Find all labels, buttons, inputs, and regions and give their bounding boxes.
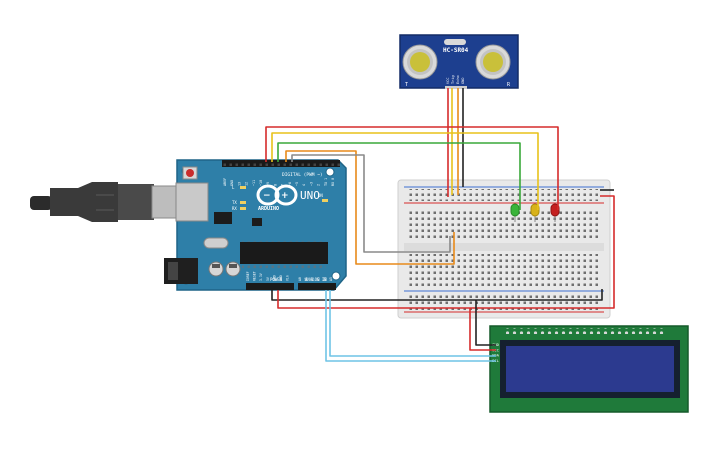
- green-led[interactable]: [510, 203, 520, 222]
- wire-pin-trig[interactable]: [291, 154, 451, 253]
- digital-pin-label: RX 0: [331, 178, 335, 186]
- top-power-rail[interactable]: [408, 189, 600, 201]
- digital-pin-label: GND: [230, 180, 234, 186]
- on-label: ON: [318, 193, 323, 198]
- sensor-pin-header[interactable]: [445, 86, 467, 89]
- digital-pin-label: 12: [245, 182, 249, 186]
- yellow-led[interactable]: [530, 203, 540, 222]
- digital-pin-label: TX 1: [324, 178, 328, 186]
- digital-pin-label: 7: [281, 184, 285, 186]
- sensor-model-label: HC-SR04: [443, 47, 469, 54]
- center-channel: [404, 243, 604, 251]
- wire-pin-red-led[interactable]: [265, 126, 559, 210]
- sensor-pin-label: GND: [461, 78, 465, 85]
- usb-chip: [214, 212, 232, 224]
- sensor-corner-label-r: R: [507, 82, 511, 88]
- wire-pin-echo[interactable]: [285, 150, 455, 265]
- arduino-brand-label: ARDUINO: [258, 206, 279, 212]
- digital-pin-label: AREF: [223, 178, 227, 186]
- sensor-pin-label: Trig: [451, 75, 455, 84]
- power-pin-label: Vin: [286, 275, 290, 281]
- digital-pin-label: ~6: [288, 182, 292, 186]
- sensor-pin-label: VCC: [446, 78, 450, 85]
- lcd-header-pins: [506, 328, 666, 334]
- wire-pin-green-led[interactable]: [277, 142, 521, 210]
- svg-text:−: −: [263, 191, 271, 201]
- power-pin-label: GND: [279, 275, 283, 281]
- wire-arduino-5v[interactable]: [277, 195, 615, 309]
- power-pin-label: IOREF: [246, 271, 250, 281]
- sensor-pin-label: Echo: [456, 75, 460, 84]
- usb-socket: [175, 182, 209, 222]
- bottom-power-rail[interactable]: [408, 294, 600, 310]
- breadboard[interactable]: [397, 179, 611, 319]
- analog-header-label: ANALOG IN: [305, 277, 327, 282]
- lcd-screen: [506, 346, 674, 392]
- arduino-uno-board[interactable]: − + UNO ARDUINO DIGITAL (PWM ~) POWER AN…: [164, 159, 347, 291]
- crystal-oscillator: [444, 39, 466, 45]
- analog-header[interactable]: [298, 283, 336, 290]
- analog-pin-label: A4: [323, 277, 327, 281]
- mount-hole: [331, 271, 341, 281]
- wire-pin-yellow-led[interactable]: [271, 132, 539, 210]
- red-led[interactable]: [550, 203, 560, 222]
- lcd-pin-label: SDA: [492, 353, 500, 358]
- regulator: [252, 218, 262, 226]
- digital-pin-label: ~9: [266, 182, 270, 186]
- wire-lcd-gnd[interactable]: [475, 300, 496, 346]
- digital-pin-label: ~3: [309, 182, 313, 186]
- digital-pin-label: ~10: [259, 180, 263, 186]
- analog-pin-label: A2: [310, 277, 314, 281]
- svg-text:+: +: [281, 191, 289, 201]
- power-pin-label: GND: [272, 275, 276, 281]
- terminal-strip-bottom[interactable]: [408, 254, 600, 286]
- digital-pin-label: ~5: [295, 182, 299, 186]
- sensor-corner-label-t: T: [405, 82, 408, 88]
- wire-lcd-vcc[interactable]: [469, 308, 496, 351]
- digital-pin-label: 4: [302, 184, 306, 186]
- rx-label: RX: [232, 206, 237, 211]
- digital-pin-label: 13: [237, 182, 241, 186]
- wires: [265, 88, 615, 362]
- analog-pin-label: A5: [329, 277, 333, 281]
- wire-arduino-gnd[interactable]: [271, 289, 603, 301]
- atmega-chip: [240, 242, 328, 264]
- rx-led: [240, 207, 246, 210]
- wire-lcd-sda[interactable]: [329, 290, 496, 357]
- mount-hole: [325, 167, 335, 177]
- tx-label: TX: [232, 200, 237, 205]
- analog-pin-label: A0: [298, 277, 302, 281]
- on-led: [322, 199, 328, 202]
- power-pin-label: RESET: [253, 271, 257, 281]
- terminal-strip-top[interactable]: [408, 208, 600, 240]
- arduino-logo: − +: [256, 184, 298, 206]
- power-header[interactable]: [246, 283, 294, 290]
- arduino-uno-label: UNO: [300, 189, 320, 202]
- digital-pin-label: ~11: [252, 180, 256, 186]
- crystal: [203, 237, 229, 249]
- wire-lcd-scl[interactable]: [325, 290, 496, 362]
- l-label: L: [232, 185, 235, 190]
- digital-header-label: DIGITAL (PWM ~): [282, 172, 323, 178]
- digital-pin-label: 8: [273, 184, 277, 186]
- reset-button-cap[interactable]: [186, 169, 194, 177]
- analog-pin-label: A1: [304, 277, 308, 281]
- power-pin-label: 5V: [266, 277, 270, 281]
- usb-cable: [30, 182, 179, 222]
- tx-led: [240, 201, 246, 204]
- l-led: [240, 186, 246, 189]
- power-header-label: POWER: [270, 277, 283, 282]
- analog-pin-label: A3: [317, 277, 321, 281]
- power-pin-label: 3.3V: [259, 273, 263, 281]
- digital-pin-label: 2: [317, 184, 321, 186]
